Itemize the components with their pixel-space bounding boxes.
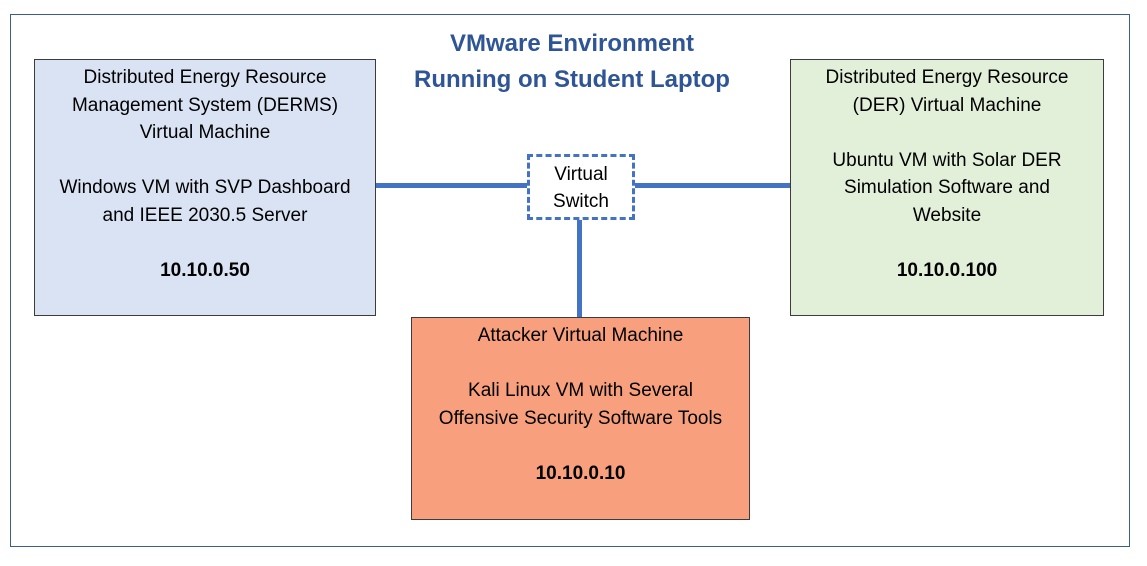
derms-switch-link (376, 183, 527, 188)
switch-label-line: Virtual (554, 164, 608, 185)
title-line-2: Running on Student Laptop (414, 66, 730, 93)
vmware-environment-frame (10, 14, 1130, 547)
derms-heading-line: Virtual Machine (139, 122, 271, 143)
derms-description-line: Windows VM with SVP Dashboard (59, 177, 351, 198)
switch-label-line: Switch (553, 191, 609, 212)
der-description-line: Simulation Software and (844, 177, 1050, 198)
der-heading-line: Distributed Energy Resource (825, 67, 1069, 88)
title-line-1: VMware Environment (449, 30, 695, 57)
diagram-title: VMware Environment Running on Student La… (372, 26, 772, 98)
attacker-description-line: Offensive Security Software Tools (438, 407, 723, 429)
attacker-ip-address: 10.10.0.10 (535, 462, 626, 484)
attacker-heading-line: Attacker Virtual Machine (477, 325, 684, 346)
derms-heading-line: Distributed Energy Resource (83, 67, 327, 88)
attacker-vm-box: Attacker Virtual Machine Kali Linux VM w… (411, 317, 750, 520)
attacker-description-line: Kali Linux VM with Several (468, 380, 693, 401)
der-description-line: Website (912, 204, 982, 226)
der-heading-line: (DER) Virtual Machine (852, 94, 1042, 116)
derms-description-line: and IEEE 2030.5 Server (102, 204, 308, 226)
derms-heading-line: Management System (DERMS) (71, 94, 339, 116)
der-vm-box: Distributed Energy Resource (DER) Virtua… (790, 59, 1104, 316)
virtual-switch: Virtual Switch (527, 154, 635, 220)
attacker-switch-link (577, 220, 582, 317)
der-description-line: Ubuntu VM with Solar DER (832, 149, 1062, 171)
der-ip-address: 10.10.0.100 (896, 259, 998, 281)
derms-ip-address: 10.10.0.50 (160, 259, 250, 281)
der-switch-link (635, 183, 790, 188)
derms-vm-box: Distributed Energy Resource Management S… (34, 59, 376, 316)
